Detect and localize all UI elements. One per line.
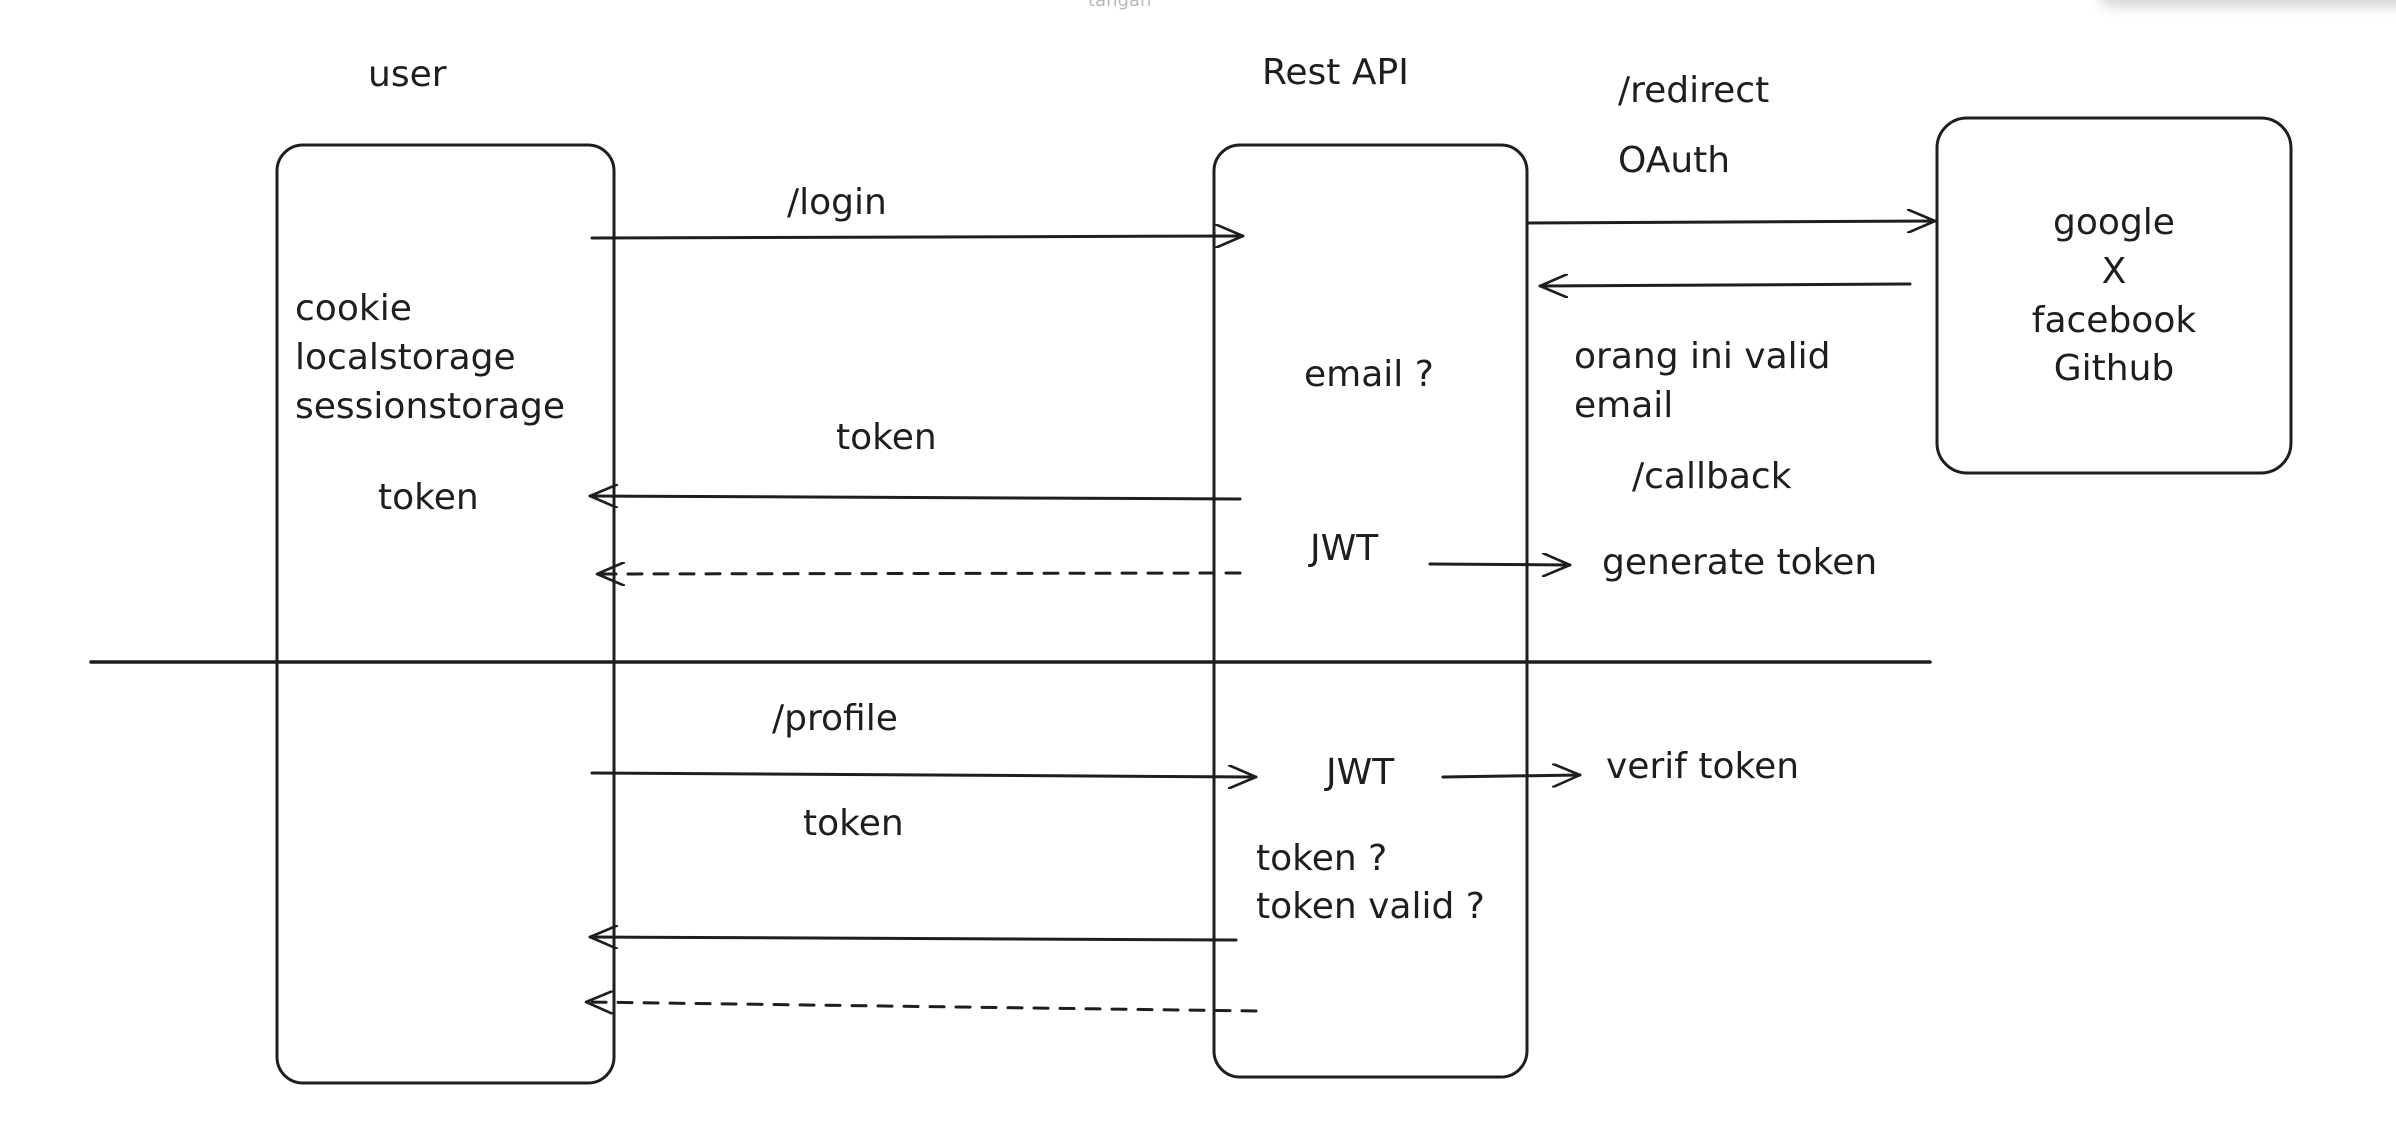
generate-token-arrow xyxy=(1428,564,1572,565)
verif-token-arrow xyxy=(1441,775,1582,777)
profile-label: /profile xyxy=(772,698,898,739)
jwt-login-label: JWT xyxy=(1310,528,1379,569)
callback-label: /callback xyxy=(1632,456,1792,497)
user-lane-title: user xyxy=(368,54,447,95)
valid-email-line-1: orang ini valid xyxy=(1574,336,1831,377)
providers-box xyxy=(1935,116,2293,475)
email-check-label: email ? xyxy=(1304,354,1434,395)
profile-dashed-response-arrow xyxy=(584,1002,1258,1011)
profile-arrow xyxy=(590,773,1258,777)
provider-github: Github xyxy=(2053,348,2175,389)
profile-token-label: token xyxy=(803,803,904,844)
token-dashed-return-arrow xyxy=(595,573,1242,574)
login-label: /login xyxy=(787,182,887,223)
provider-google: google xyxy=(2053,202,2175,243)
user-token-label: token xyxy=(378,477,479,518)
token-return-arrow xyxy=(588,496,1242,499)
rest-api-lane-title: Rest API xyxy=(1262,52,1409,93)
valid-email-line-2: email xyxy=(1574,385,1674,426)
rest-api-lane-box xyxy=(1212,143,1529,1079)
storage-cookie-label: cookie xyxy=(295,288,412,329)
verif-token-label: verif token xyxy=(1606,746,1800,787)
user-lane-box xyxy=(275,143,616,1085)
jwt-profile-label: JWT xyxy=(1326,752,1395,793)
token-check-label: token ? xyxy=(1256,838,1388,879)
storage-localstorage-label: localstorage xyxy=(295,337,516,378)
callback-arrow xyxy=(1538,284,1912,286)
faint-header-label: tangan xyxy=(1088,0,1152,11)
token-valid-check-label: token valid ? xyxy=(1256,886,1485,927)
provider-facebook: facebook xyxy=(2031,300,2197,341)
profile-response-arrow xyxy=(588,937,1238,940)
storage-sessionstorage-label: sessionstorage xyxy=(295,386,566,427)
redirect-arrow xyxy=(1525,221,1937,223)
provider-x: X xyxy=(2101,251,2127,292)
oauth-label: OAuth xyxy=(1618,140,1731,181)
generate-token-label: generate token xyxy=(1602,542,1878,583)
redirect-label: /redirect xyxy=(1618,70,1770,111)
token-response-label: token xyxy=(836,417,937,458)
login-arrow xyxy=(590,236,1245,238)
